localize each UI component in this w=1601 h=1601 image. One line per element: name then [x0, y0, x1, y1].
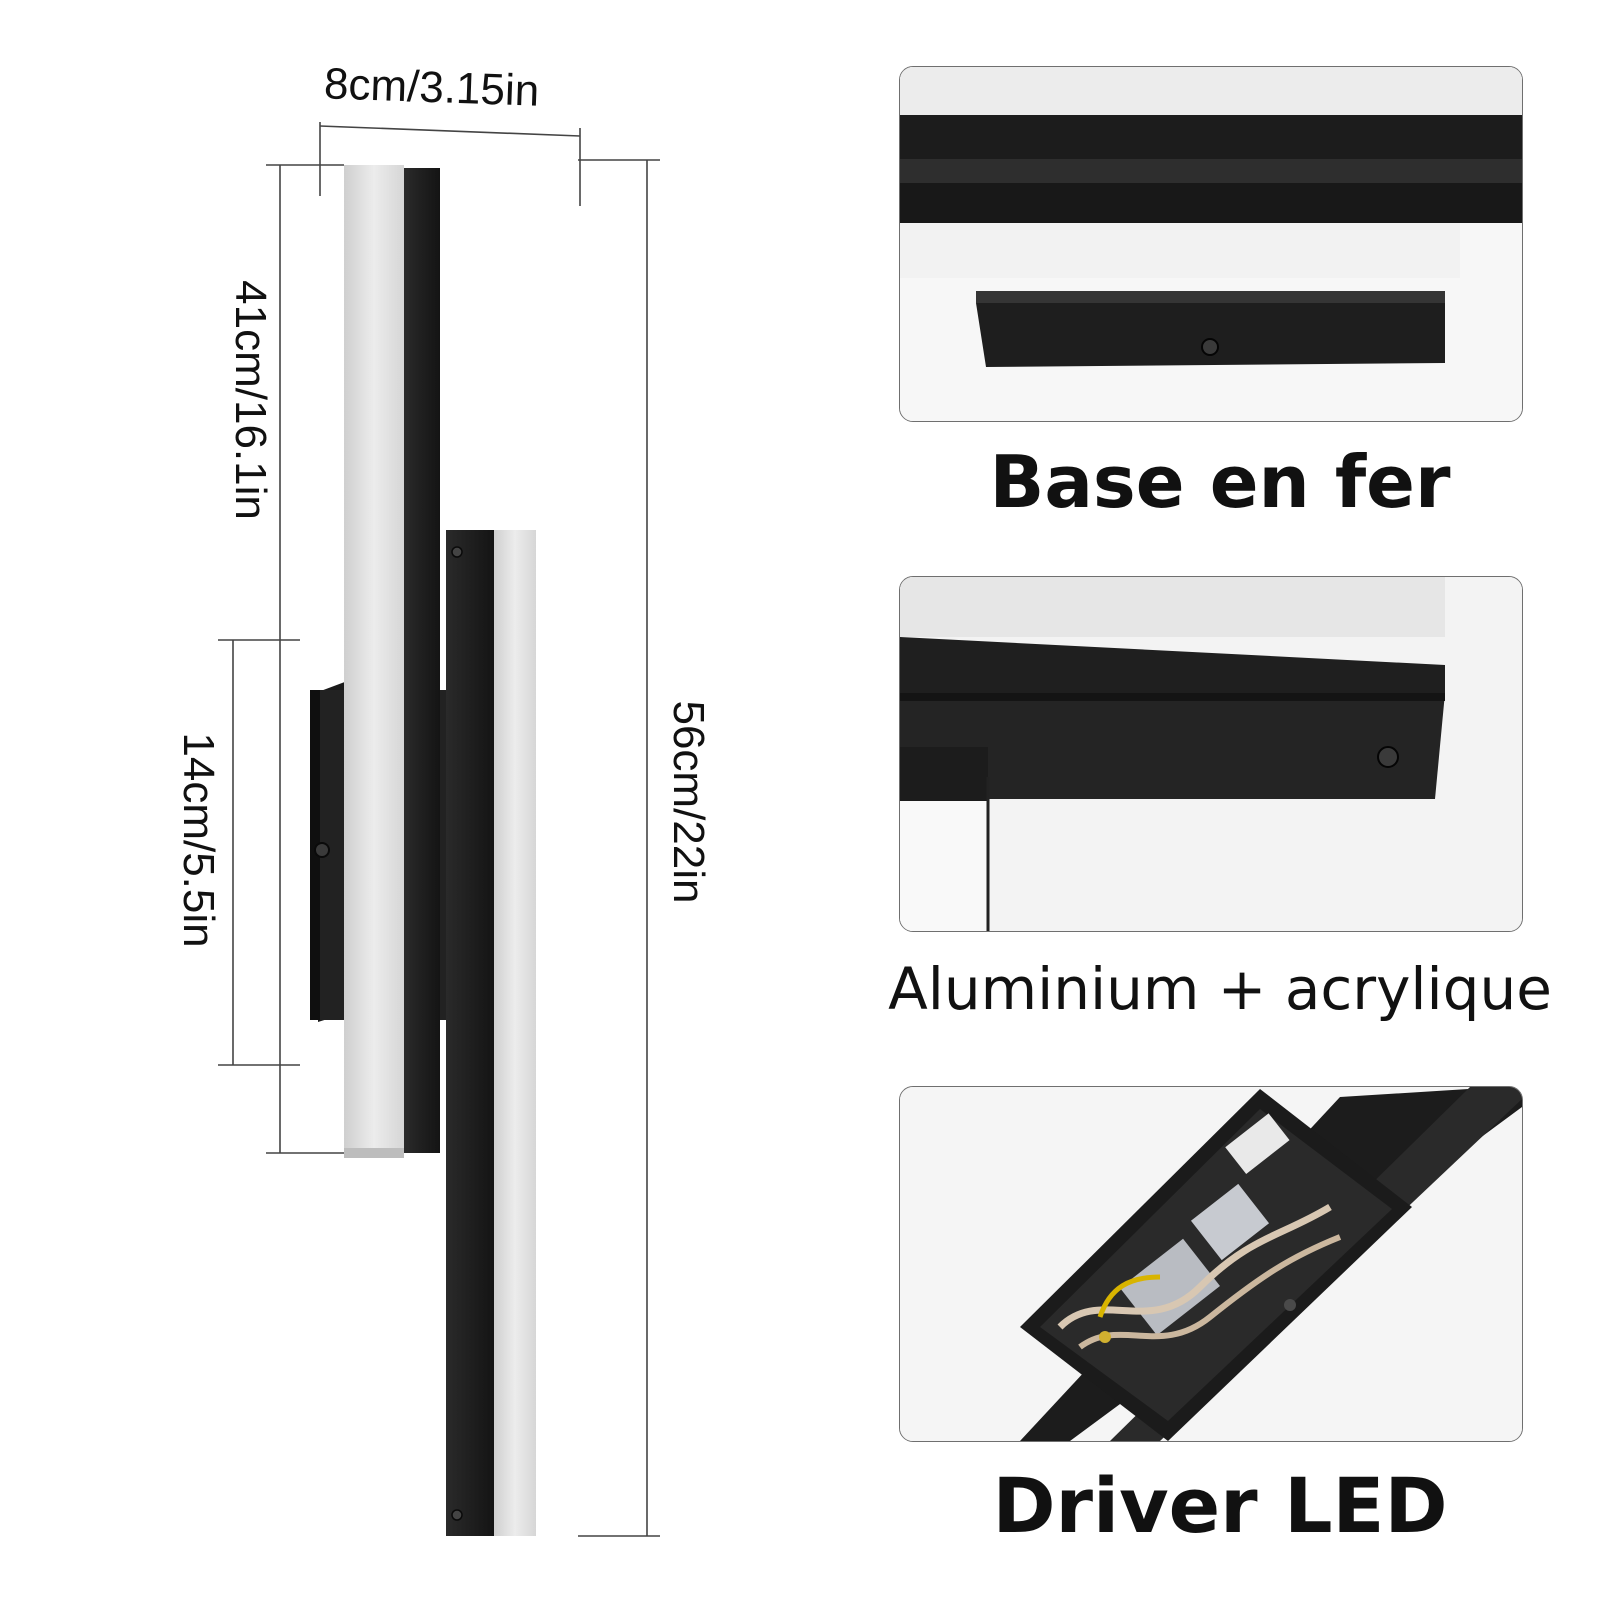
upper-light-bar [344, 165, 440, 1158]
lower-light-bar [446, 530, 536, 1536]
iron-base-photo [899, 66, 1523, 422]
lamp-dimension-drawing [218, 122, 660, 1537]
base-height-label: 14cm/5.5in [174, 732, 223, 948]
total-height-label: 56cm/22in [664, 700, 713, 904]
led-driver-photo [899, 1086, 1523, 1442]
aluminium-acrylic-photo [899, 576, 1523, 932]
iron-base-caption: Base en fer [989, 440, 1451, 524]
aluminium-acrylic-caption: Aluminium + acrylique [888, 955, 1552, 1023]
width-dimension-label: 8cm/3.15in [323, 59, 541, 116]
led-driver-caption: Driver LED [992, 1461, 1448, 1550]
dimension-lines [218, 122, 660, 1537]
top-bar-height-label: 41cm/16.1in [226, 280, 275, 520]
